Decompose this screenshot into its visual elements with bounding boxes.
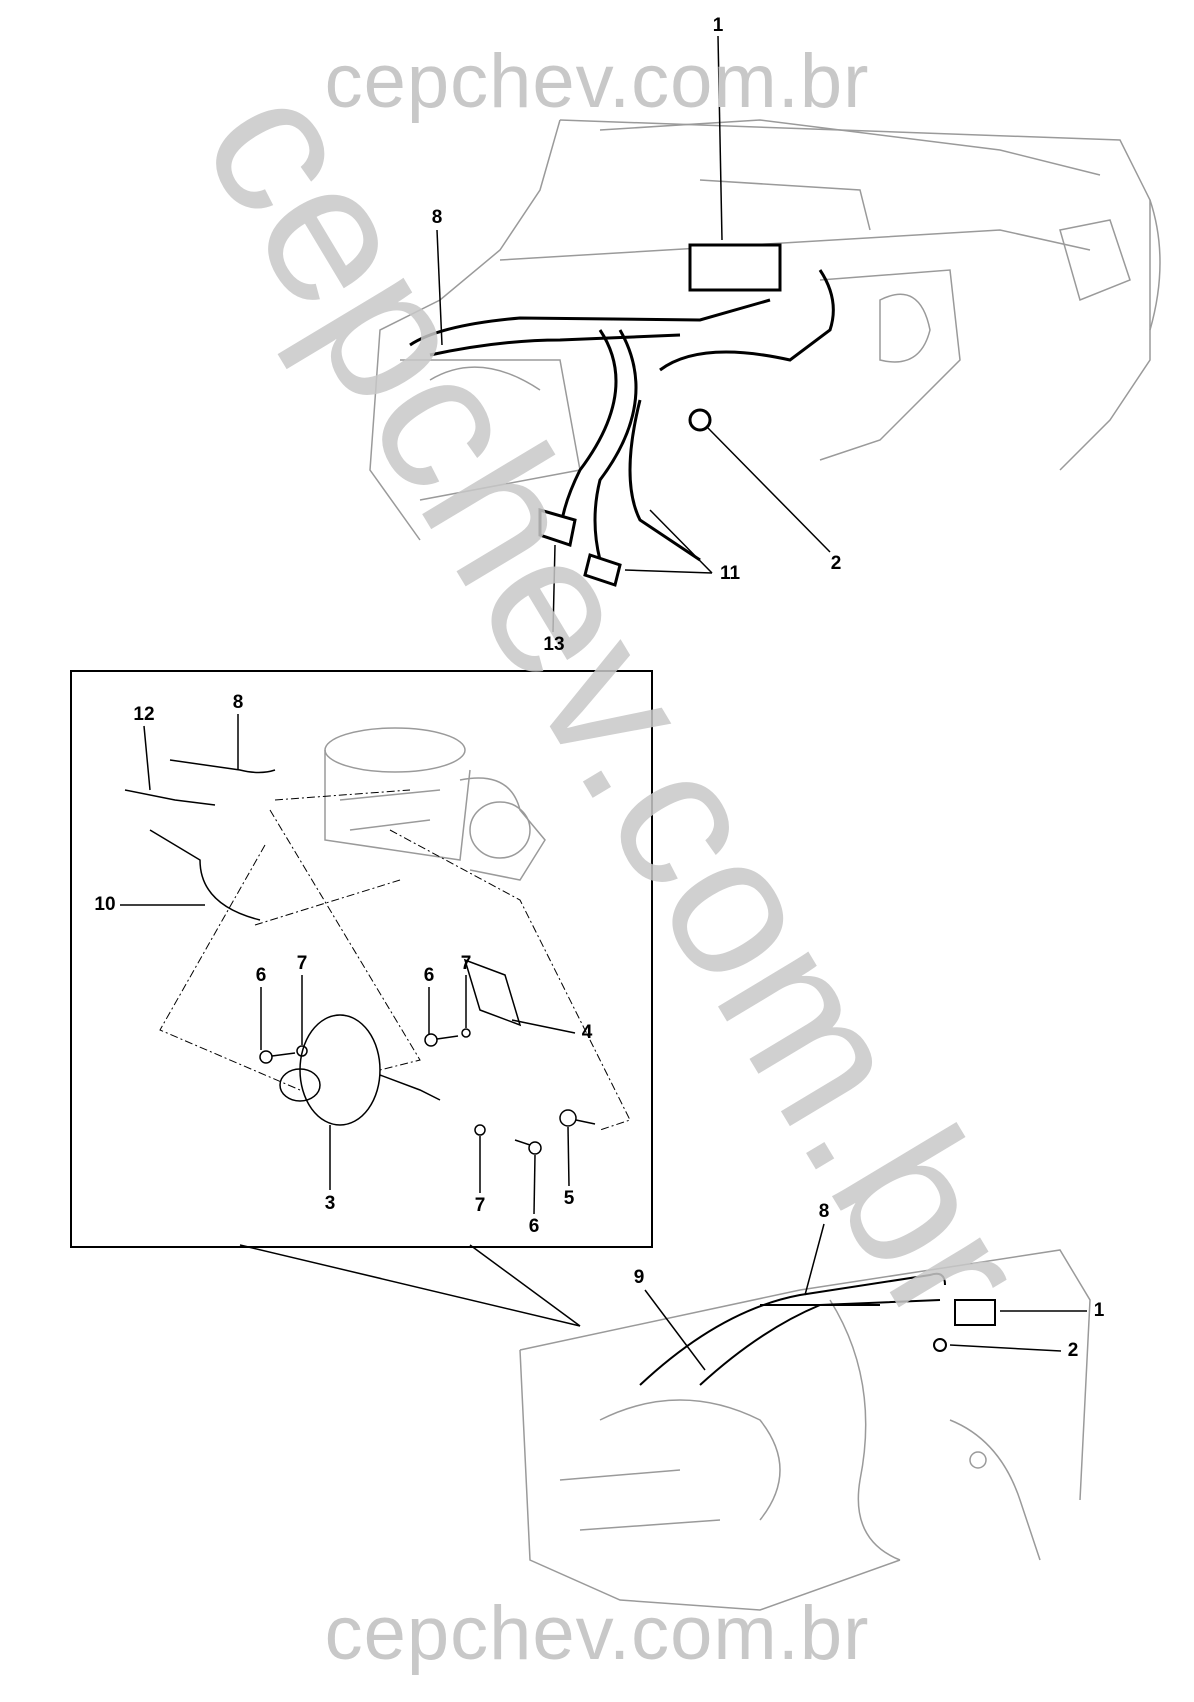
callout-5: 5 <box>563 1188 575 1209</box>
bottom-hoses <box>639 1272 996 1386</box>
carburetor-sketch <box>324 727 546 881</box>
callout-7: 7 <box>296 953 308 974</box>
bottom-engine-sketch <box>519 1249 1091 1611</box>
callout-3: 3 <box>324 1193 336 1214</box>
bottom-leader-lines <box>644 1223 1087 1371</box>
callout-2: 2 <box>1067 1340 1079 1361</box>
callout-10: 10 <box>94 894 116 915</box>
top-hoses <box>409 243 835 587</box>
callout-1: 1 <box>712 15 724 36</box>
top-engine-bay-sketch <box>369 119 1161 541</box>
callout-6: 6 <box>255 965 267 986</box>
callout-8: 8 <box>431 207 443 228</box>
callout-11: 11 <box>719 563 741 584</box>
callout-6: 6 <box>423 965 435 986</box>
callout-9: 9 <box>633 1267 645 1288</box>
detail-dashed-paths <box>159 789 631 1131</box>
top-leader-lines <box>436 35 831 633</box>
callout-12: 12 <box>133 704 155 725</box>
callout-8: 8 <box>818 1201 830 1222</box>
detail-leader-lines <box>120 714 576 1215</box>
callout-7: 7 <box>460 953 472 974</box>
callout-2: 2 <box>830 553 842 574</box>
callout-4: 4 <box>581 1022 593 1043</box>
box-pointer-lines <box>239 1244 581 1327</box>
watermark-top: cepchev.com.br <box>324 39 870 124</box>
callout-7: 7 <box>474 1195 486 1216</box>
callout-8: 8 <box>232 692 244 713</box>
callout-1: 1 <box>1093 1300 1105 1321</box>
watermark-bottom: cepchev.com.br <box>324 1591 870 1676</box>
callout-6: 6 <box>528 1216 540 1237</box>
detail-inset-frame <box>70 670 653 1248</box>
callout-13: 13 <box>543 634 565 655</box>
